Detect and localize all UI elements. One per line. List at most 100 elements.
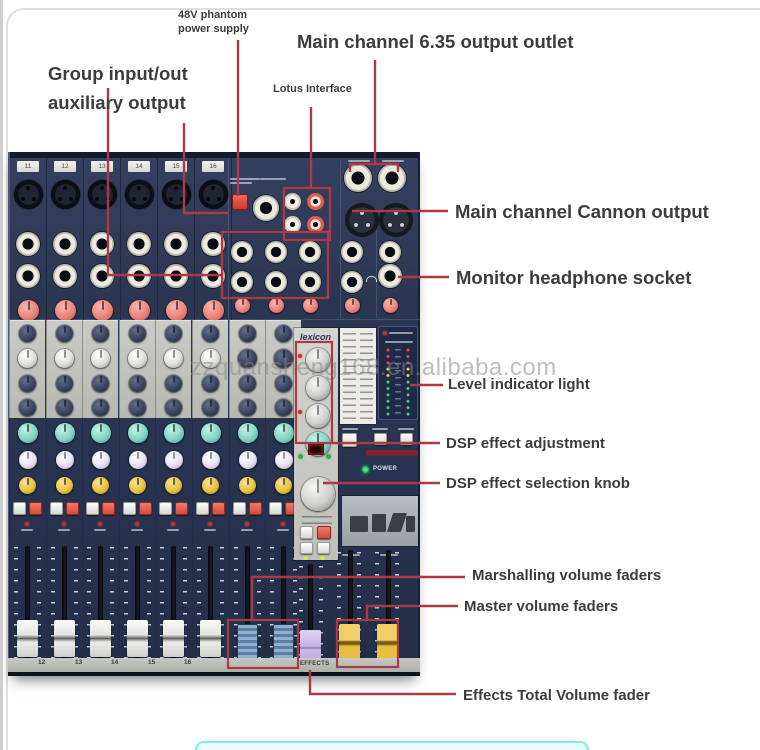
channel-strip-lower: [82, 418, 118, 672]
pfl-button: [196, 502, 209, 515]
fader-channel-number: 15: [148, 659, 156, 666]
level-knob: [235, 298, 250, 313]
channel-fader: [200, 620, 221, 657]
pan-knob: [92, 477, 109, 494]
fx-knob: [202, 451, 220, 469]
dsp-param-knob-3: [306, 404, 330, 428]
group-out-jack: [231, 241, 253, 263]
peak-led: [281, 522, 285, 526]
dsp-pfl-button: [300, 526, 313, 539]
eq-lf-knob: [19, 375, 36, 392]
eq-lf-knob: [56, 375, 73, 392]
panel-print: [389, 332, 413, 334]
panel-print: [385, 341, 413, 343]
dsp-led: [298, 410, 302, 414]
insert-jack: [53, 264, 77, 288]
fx-knob: [19, 451, 37, 469]
rca-jack-white: [284, 193, 301, 210]
mix-out-jack-2: [378, 164, 406, 192]
fader-scale: [197, 547, 201, 659]
fader-scale: [37, 547, 41, 659]
panel-divider: [340, 160, 341, 318]
group-strip-lower: [229, 418, 265, 672]
phones-strip: [366, 450, 418, 456]
eq-hf-knob: [239, 325, 256, 342]
xlr-input-jack: [50, 179, 81, 210]
panel-graphic: [342, 496, 418, 546]
peak-led: [62, 522, 66, 526]
graphic-shape: [350, 516, 368, 532]
aux-knob: [164, 423, 184, 443]
panel-print: [360, 333, 373, 419]
level-knob: [303, 298, 318, 313]
aux-knob: [201, 423, 221, 443]
panel-print: [204, 529, 216, 531]
master-fader-right: [377, 624, 398, 662]
eq-section: [155, 320, 191, 418]
eq-knob: [92, 399, 109, 416]
panel-print: [167, 529, 179, 531]
line-input-jack: [201, 232, 225, 256]
panel-print: [372, 428, 388, 430]
eq-lf-knob: [165, 375, 182, 392]
xlr-input-jack: [124, 179, 155, 210]
level-meter: [378, 326, 418, 420]
bottom-label-strip: [8, 658, 420, 672]
fader-scale: [124, 547, 128, 659]
label-group-aux: Group input/out auxiliary output: [48, 63, 188, 113]
pfl-button: [233, 502, 246, 515]
channel-fader: [54, 620, 75, 657]
label-effects-fader: Effects Total Volume fader: [463, 687, 650, 704]
level-knob: [383, 298, 398, 313]
panel-print: [131, 529, 143, 531]
mute-button: [102, 502, 115, 515]
line-input-jack: [16, 232, 40, 256]
fader-scale: [14, 547, 18, 659]
eq-mid-knob: [274, 349, 293, 368]
label-dsp-adjustment: DSP effect adjustment: [446, 435, 605, 452]
dsp-program-list: [340, 328, 376, 424]
xlr-input-jack: [87, 179, 118, 210]
label-cannon-output: Main channel Cannon output: [455, 201, 709, 222]
fx-knob: [275, 451, 293, 469]
gain-knob: [18, 300, 39, 321]
peak-led: [171, 522, 175, 526]
page-frame-border: [6, 8, 760, 750]
fader-scale: [74, 547, 78, 659]
headphone-icon: [366, 276, 377, 282]
panel-print: [21, 529, 33, 531]
aux-out-jack: [265, 271, 287, 293]
channel-strip-lower: [9, 418, 45, 672]
pfl-button: [159, 502, 172, 515]
xlr-input-jack: [198, 179, 229, 210]
eq-knob: [129, 399, 146, 416]
eq-lf-knob: [275, 375, 292, 392]
effects-fader: [300, 630, 321, 666]
fader-track: [208, 546, 213, 660]
graphic-shape: [372, 514, 386, 532]
label-lotus-interface: Lotus Interface: [273, 83, 352, 95]
peak-led: [25, 522, 29, 526]
watermark: zzquansheng168.en.alibaba.com: [190, 354, 557, 381]
dsp-brand-label: lexicon: [300, 332, 332, 342]
mute-button: [66, 502, 79, 515]
eq-knob: [19, 399, 36, 416]
footswitch-jack: [253, 195, 279, 221]
aux-knob: [91, 423, 111, 443]
rca-jack-red: [307, 216, 324, 233]
fader-scale: [183, 547, 187, 659]
channel-strip-top: 16: [195, 158, 232, 321]
fader-channel-number: 14: [111, 659, 119, 666]
highlight-bar: [195, 741, 589, 750]
eq-hf-knob: [92, 325, 109, 342]
xlr-input-jack: [161, 179, 192, 210]
mixer-photo: 11 12 13 14: [8, 152, 420, 676]
panel-print: [277, 529, 289, 531]
aux-knob: [55, 423, 75, 443]
peak-led: [208, 522, 212, 526]
channel-number-tab: 15: [165, 161, 187, 172]
meter-leds-green: [405, 379, 411, 417]
aux-knob: [274, 423, 294, 443]
gain-knob: [129, 300, 150, 321]
insert-jack: [90, 264, 114, 288]
